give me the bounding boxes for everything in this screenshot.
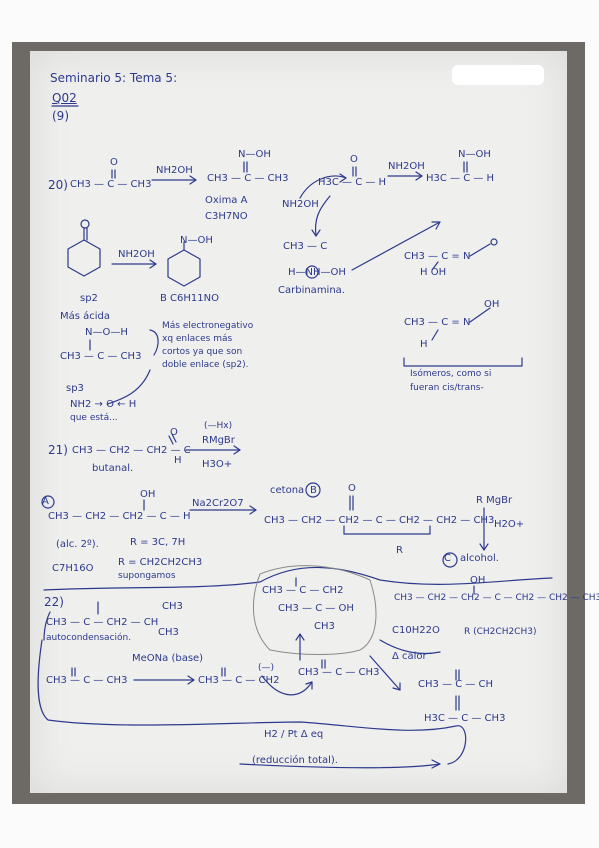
oxime-formula: C3H7NO — [205, 211, 248, 222]
ketone-o: O — [348, 483, 356, 494]
alcohol-c: alcohol. — [460, 553, 499, 564]
alcohol-a-structure: CH3 — CH2 — CH2 — C — H — [48, 511, 191, 522]
tert-alcohol-structure: CH3 — CH2 — CH2 — C — CH2 — CH2 — CH3 — [394, 593, 599, 603]
carbinolamine-name: Carbinamina. — [278, 285, 345, 296]
note-line-3: cortos ya que son — [162, 347, 243, 357]
isomer-a-sub: H OH — [420, 267, 447, 278]
reagent-nh2oh: NH2OH — [156, 165, 193, 176]
label-b: B — [310, 485, 317, 496]
note-line-1: Más electronegativo — [162, 321, 254, 331]
base-label: MeONa (base) — [132, 653, 204, 664]
problem-20-label: 20) — [48, 178, 68, 192]
mesityl-structure: CH3 — C — CH2 — CH — [46, 617, 159, 628]
isomer-note-2: fueran cis/trans- — [410, 383, 484, 393]
autocondensation: autocondensación. — [46, 633, 132, 643]
oxidant: Na2Cr2O7 — [192, 498, 244, 509]
enolate: CH3 — C — CH2 — [198, 675, 280, 686]
cyclohexane-oxime-ring — [167, 249, 201, 287]
que-esta: que está... — [70, 413, 118, 423]
question-number: (9) — [52, 109, 69, 123]
reagent-h3o: H3O+ — [202, 459, 233, 470]
ald-oxime-structure: H3C — C — H — [426, 173, 495, 184]
ch3-c-ch3: CH3 — C — CH3 — [60, 351, 142, 362]
ketone-label: cetona — [270, 485, 305, 496]
butanal-structure: CH3 — CH2 — CH2 — C — [72, 445, 191, 456]
label-c: C — [444, 553, 451, 564]
r-brace-label: R — [396, 545, 403, 556]
acetone-structure: CH3 — C — CH3 — [70, 179, 152, 190]
oxime-name: Oxima A — [205, 195, 248, 206]
more-acidic: Más ácida — [60, 311, 111, 322]
formula-a: C7H16O — [52, 563, 94, 574]
butanal-name: butanal. — [92, 463, 134, 474]
enone-bottom: H3C — C — CH3 — [424, 713, 506, 724]
cyclohexanone-ring — [67, 239, 101, 277]
cyclo-reagent: NH2OH — [118, 249, 155, 260]
oxime-structure: CH3 — C — CH3 — [207, 173, 289, 184]
note-line-4: doble enlace (sp2). — [162, 360, 249, 370]
mesityl-ch3-b: CH3 — [158, 627, 179, 638]
cyclo-oxime-n-oh: N—OH — [180, 235, 213, 246]
isomer-oh: OH — [484, 299, 500, 310]
note-line-2: xq enlaces más — [162, 334, 233, 344]
reagent-top: (—Hx) — [204, 421, 233, 431]
n-o-h-bond: N—O—H — [85, 327, 128, 338]
aldehyde-o: O — [350, 154, 358, 165]
aldol-bottom: CH3 — [314, 621, 335, 632]
reagent-rmgbr: RMgBr — [202, 435, 235, 446]
carbinolamine-nh: H—NH—OH — [288, 267, 346, 278]
alcohol-type: (alc. 2º). — [56, 539, 99, 550]
redacted-name-block — [452, 65, 544, 85]
alcohol-a-oh: OH — [140, 489, 156, 500]
aldehyde-structure: H3C — C — H — [318, 177, 387, 188]
r-substituent: R (CH2CH2CH3) — [464, 627, 537, 637]
acetone-carbonyl-o: O — [110, 157, 118, 168]
r-definition: R = CH2CH2CH3 — [118, 557, 203, 568]
r-count: R = 3C, 7H — [130, 537, 186, 548]
hydrolysis: H2O+ — [494, 519, 525, 530]
grignard-reagent: R MgBr — [476, 495, 513, 506]
sp2-label: sp2 — [80, 293, 98, 304]
nh2oh-attack: NH2OH — [282, 199, 319, 210]
ketone-structure: CH3 — CH2 — CH2 — C — CH2 — CH2 — CH3 — [264, 515, 495, 526]
butanal-o: O — [170, 427, 178, 438]
product-b: B C6H11NO — [160, 293, 219, 304]
isomer-b-sub: H — [420, 339, 428, 350]
reduction-note: (reducción total). — [252, 755, 338, 766]
handwritten-sheet — [30, 51, 567, 793]
intermediate: CH3 — C — [283, 241, 328, 252]
course-code: Q02 — [52, 91, 77, 105]
sheet-title: Seminario 5: Tema 5: — [50, 71, 178, 85]
acetone-right: CH3 — C — CH3 — [298, 667, 380, 678]
tert-alcohol-oh: OH — [470, 575, 486, 586]
ald-oxime-n-oh: N—OH — [458, 149, 491, 160]
mesityl-ch3-a: CH3 — [162, 601, 183, 612]
enolate-charge: (—) — [258, 663, 275, 673]
label-a: A — [42, 496, 49, 507]
hydrogenation: H2 / Pt Δ eq — [264, 729, 324, 740]
isomer-a: CH3 — C = N — [404, 251, 471, 262]
suponga-note: supongamos — [118, 571, 176, 581]
problem-21-label: 21) — [48, 443, 68, 457]
isomer-note-1: Isómeros, como si — [410, 369, 492, 379]
reagent-nh2oh-2: NH2OH — [388, 161, 425, 172]
sp3-label: sp3 — [66, 383, 84, 394]
formula-c: C10H22O — [392, 625, 440, 636]
problem-22-label: 22) — [44, 595, 64, 609]
acetone-left: CH3 — C — CH3 — [46, 675, 128, 686]
nh2-o-h: NH2 → O ← H — [70, 399, 137, 410]
heat-label: Δ calor — [392, 651, 427, 662]
enone-top: CH3 — C — CH — [418, 679, 494, 690]
aldol-top: CH3 — C — CH2 — [262, 585, 344, 596]
aldol-mid: CH3 — C — OH — [278, 603, 354, 614]
isomer-b: CH3 — C = N — [404, 317, 471, 328]
butanal-h: H — [174, 455, 182, 466]
oxime-n-oh: N—OH — [238, 149, 271, 160]
